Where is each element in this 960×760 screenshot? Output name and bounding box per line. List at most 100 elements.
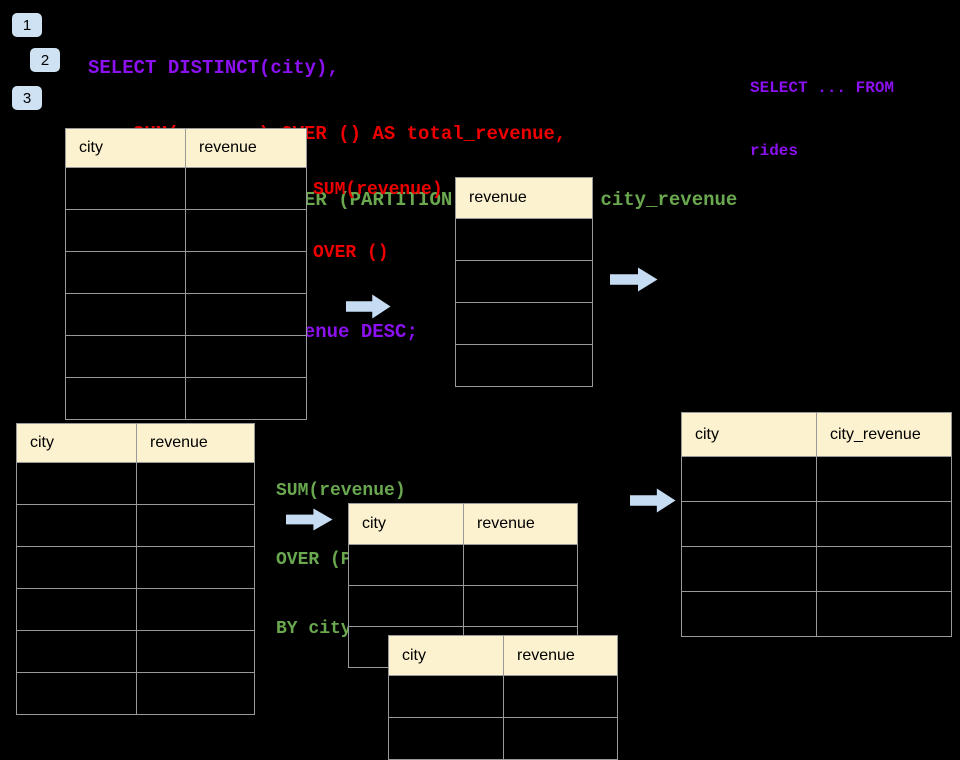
table-cell bbox=[136, 504, 255, 547]
table-cell bbox=[388, 675, 504, 718]
step-badge-1: 1 bbox=[12, 13, 42, 37]
table-cell bbox=[681, 501, 817, 547]
table-cell bbox=[136, 546, 255, 589]
table-cell bbox=[65, 377, 186, 420]
table-cell bbox=[185, 251, 307, 294]
table-partition-group-a: city revenue bbox=[348, 503, 578, 668]
table-source-top: city revenue bbox=[65, 128, 307, 420]
table-row bbox=[455, 302, 593, 345]
step-badge-3: 3 bbox=[12, 86, 42, 110]
table-cell bbox=[816, 546, 952, 592]
table-cell bbox=[136, 462, 255, 505]
column-header-revenue: revenue bbox=[136, 423, 255, 463]
table-cell bbox=[455, 218, 593, 261]
table-row bbox=[681, 591, 952, 637]
context-note-line2: rides bbox=[750, 142, 799, 160]
context-note-line1: SELECT ... FROM bbox=[750, 79, 895, 97]
table-cell bbox=[816, 456, 952, 502]
table-cell bbox=[65, 335, 186, 378]
table-cell bbox=[503, 675, 618, 718]
table-cell bbox=[455, 344, 593, 387]
table-cell bbox=[388, 717, 504, 760]
table-cell bbox=[65, 293, 186, 336]
column-header-revenue: revenue bbox=[455, 177, 593, 219]
table-row bbox=[16, 630, 255, 673]
table-row bbox=[65, 167, 307, 210]
table-cell bbox=[136, 630, 255, 673]
table-cell bbox=[65, 167, 186, 210]
table-cell bbox=[681, 456, 817, 502]
table-cell bbox=[455, 260, 593, 303]
table-row bbox=[388, 717, 618, 760]
table-cell bbox=[348, 585, 464, 627]
table-row bbox=[16, 504, 255, 547]
table-row bbox=[681, 546, 952, 592]
table-cell bbox=[16, 672, 137, 715]
table-cell bbox=[503, 717, 618, 760]
table-row bbox=[348, 585, 578, 627]
flow-arrow-3-right-icon bbox=[286, 508, 333, 531]
table-cell bbox=[185, 167, 307, 210]
table-cell bbox=[136, 672, 255, 715]
table-row bbox=[65, 377, 307, 420]
table-source-bottom: city revenue bbox=[16, 423, 255, 715]
table-cell bbox=[185, 293, 307, 336]
column-header-city: city bbox=[348, 503, 464, 545]
table-row bbox=[16, 546, 255, 589]
table-row bbox=[455, 344, 593, 387]
sql-line-select: SELECT DISTINCT(city), bbox=[88, 57, 339, 79]
table-row bbox=[455, 260, 593, 303]
annotation-total-line2: OVER () bbox=[313, 243, 389, 263]
table-cell bbox=[816, 501, 952, 547]
annotation-total-line1: SUM(revenue) bbox=[313, 180, 443, 200]
table-cell bbox=[16, 504, 137, 547]
table-total-result: revenue bbox=[455, 177, 593, 387]
context-note: SELECT ... FROM rides bbox=[750, 36, 894, 183]
column-header-city: city bbox=[681, 412, 817, 457]
column-header-city-revenue: city_revenue bbox=[816, 412, 952, 457]
table-row bbox=[65, 251, 307, 294]
flow-arrow-4-right-icon bbox=[630, 488, 676, 513]
table-cell bbox=[65, 251, 186, 294]
table-row bbox=[65, 209, 307, 252]
table-row bbox=[681, 501, 952, 547]
table-cell bbox=[455, 302, 593, 345]
table-row bbox=[681, 456, 952, 502]
column-header-revenue: revenue bbox=[463, 503, 578, 545]
table-cell bbox=[463, 544, 578, 586]
table-cell bbox=[348, 544, 464, 586]
table-row bbox=[65, 293, 307, 336]
table-row bbox=[16, 462, 255, 505]
table-cell bbox=[16, 588, 137, 631]
annotation-partition-line1: SUM(revenue) bbox=[276, 481, 406, 501]
table-cell bbox=[185, 209, 307, 252]
table-cell bbox=[185, 377, 307, 420]
table-cell bbox=[16, 462, 137, 505]
table-row bbox=[16, 672, 255, 715]
annotation-total-revenue: SUM(revenue) OVER () bbox=[313, 138, 443, 285]
column-header-city: city bbox=[388, 635, 504, 676]
column-header-revenue: revenue bbox=[503, 635, 618, 676]
table-row bbox=[388, 675, 618, 718]
table-row bbox=[348, 544, 578, 586]
table-row bbox=[65, 335, 307, 378]
flow-arrow-2-right-icon bbox=[610, 267, 658, 292]
table-cell bbox=[16, 630, 137, 673]
table-cell bbox=[185, 335, 307, 378]
table-cell bbox=[136, 588, 255, 631]
column-header-revenue: revenue bbox=[185, 128, 307, 168]
step-badge-2: 2 bbox=[30, 48, 60, 72]
table-cell bbox=[463, 585, 578, 627]
table-cell bbox=[681, 546, 817, 592]
table-cell bbox=[16, 546, 137, 589]
column-header-city: city bbox=[65, 128, 186, 168]
flow-arrow-1-right-icon bbox=[346, 294, 391, 319]
table-cell bbox=[681, 591, 817, 637]
table-cell bbox=[65, 209, 186, 252]
table-row bbox=[16, 588, 255, 631]
column-header-city: city bbox=[16, 423, 137, 463]
table-cell bbox=[816, 591, 952, 637]
table-partition-group-b: city revenue bbox=[388, 635, 618, 760]
table-row bbox=[455, 218, 593, 261]
table-partition-result: city city_revenue bbox=[681, 412, 952, 637]
